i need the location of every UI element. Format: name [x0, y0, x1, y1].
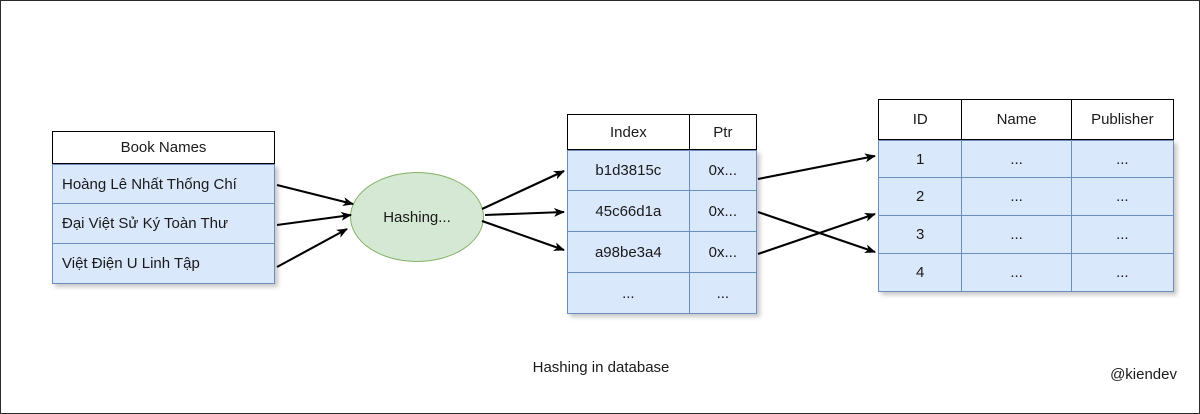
- hash-body: b1d3815c 0x... 45c66d1a 0x... a98be3a4 0…: [567, 150, 757, 314]
- hash-ptr-cell: 0x...: [688, 191, 756, 231]
- hash-header-row: Index Ptr: [567, 114, 757, 150]
- book-names-table: Book Names Hoàng Lê Nhất Thống Chí Đại V…: [52, 131, 275, 284]
- hash-row[interactable]: b1d3815c 0x...: [567, 150, 757, 191]
- record-id-cell: 3: [916, 226, 925, 243]
- arrow-book1-to-hash: [276, 183, 354, 206]
- record-publisher-cell: ...: [1070, 216, 1173, 253]
- record-header-name: Name: [961, 100, 1070, 139]
- arrow-hash-to-index1: [481, 170, 565, 210]
- watermark: @kiendev: [1110, 366, 1177, 383]
- diagram-caption: Hashing in database: [532, 359, 670, 376]
- book-name-cell: Đại Việt Sử Ký Toàn Thư: [62, 215, 229, 232]
- record-header-row: ID Name Publisher: [878, 99, 1174, 140]
- book-name-cell: Hoàng Lê Nhất Thống Chí: [62, 175, 237, 193]
- hash-index-cell: b1d3815c: [595, 162, 662, 179]
- arrow-ptr3-to-record2: [757, 212, 876, 255]
- record-id-cell: 2: [916, 188, 925, 205]
- record-id-cell: 1: [916, 150, 925, 168]
- record-row[interactable]: 2 ... ...: [878, 178, 1174, 216]
- hash-index-cell: a98be3a4: [594, 243, 662, 261]
- record-publisher-cell: ...: [1070, 254, 1173, 291]
- record-row[interactable]: 4 ... ...: [878, 254, 1174, 292]
- book-row[interactable]: Hoàng Lê Nhất Thống Chí: [52, 164, 275, 204]
- hash-ptr-cell: 0x...: [688, 151, 756, 190]
- hash-row[interactable]: a98be3a4 0x...: [567, 232, 757, 273]
- record-publisher-cell: ...: [1070, 178, 1173, 215]
- record-publisher-cell: ...: [1070, 141, 1173, 177]
- arrow-book2-to-hash: [276, 211, 352, 227]
- hash-ptr-cell: 0x...: [688, 232, 756, 272]
- record-table: ID Name Publisher 1 ... ... 2 ... ... 3 …: [878, 99, 1174, 292]
- hash-header-index: Index: [610, 123, 647, 141]
- record-body: 1 ... ... 2 ... ... 3 ... ... 4 ... ...: [878, 140, 1174, 292]
- book-row[interactable]: Đại Việt Sử Ký Toàn Thư: [52, 204, 275, 244]
- hash-index-table: Index Ptr b1d3815c 0x... 45c66d1a 0x... …: [567, 114, 757, 314]
- record-row[interactable]: 1 ... ...: [878, 140, 1174, 178]
- hash-header-ptr: Ptr: [688, 115, 756, 149]
- hash-index-cell: 45c66d1a: [595, 202, 662, 220]
- record-header-publisher: Publisher: [1070, 100, 1173, 139]
- record-name-cell: ...: [961, 216, 1070, 253]
- book-row[interactable]: Việt Điện U Linh Tập: [52, 244, 275, 284]
- hashing-node[interactable]: Hashing...: [350, 172, 484, 262]
- record-name-cell: ...: [961, 178, 1070, 215]
- arrow-hash-to-index2: [484, 207, 565, 217]
- book-name-cell: Việt Điện U Linh Tập: [62, 255, 200, 272]
- hashing-node-label: Hashing...: [383, 208, 451, 226]
- record-header-id: ID: [912, 111, 928, 128]
- hash-row[interactable]: 45c66d1a 0x...: [567, 191, 757, 232]
- arrow-hash-to-index3: [481, 220, 565, 251]
- record-name-cell: ...: [961, 141, 1070, 177]
- hash-row[interactable]: ... ...: [567, 273, 757, 314]
- book-names-header-label: Book Names: [120, 139, 207, 156]
- book-names-header-row: Book Names: [52, 131, 275, 164]
- record-id-cell: 4: [916, 264, 925, 281]
- record-row[interactable]: 3 ... ...: [878, 216, 1174, 254]
- arrow-ptr2-to-record3: [757, 211, 876, 254]
- arrow-book3-to-hash: [276, 228, 348, 268]
- arrow-ptr1-to-record1: [757, 153, 876, 181]
- hash-ptr-cell: ...: [688, 273, 756, 313]
- record-name-cell: ...: [961, 254, 1070, 291]
- hash-index-cell: ...: [622, 284, 635, 302]
- book-names-body: Hoàng Lê Nhất Thống Chí Đại Việt Sử Ký T…: [52, 164, 275, 284]
